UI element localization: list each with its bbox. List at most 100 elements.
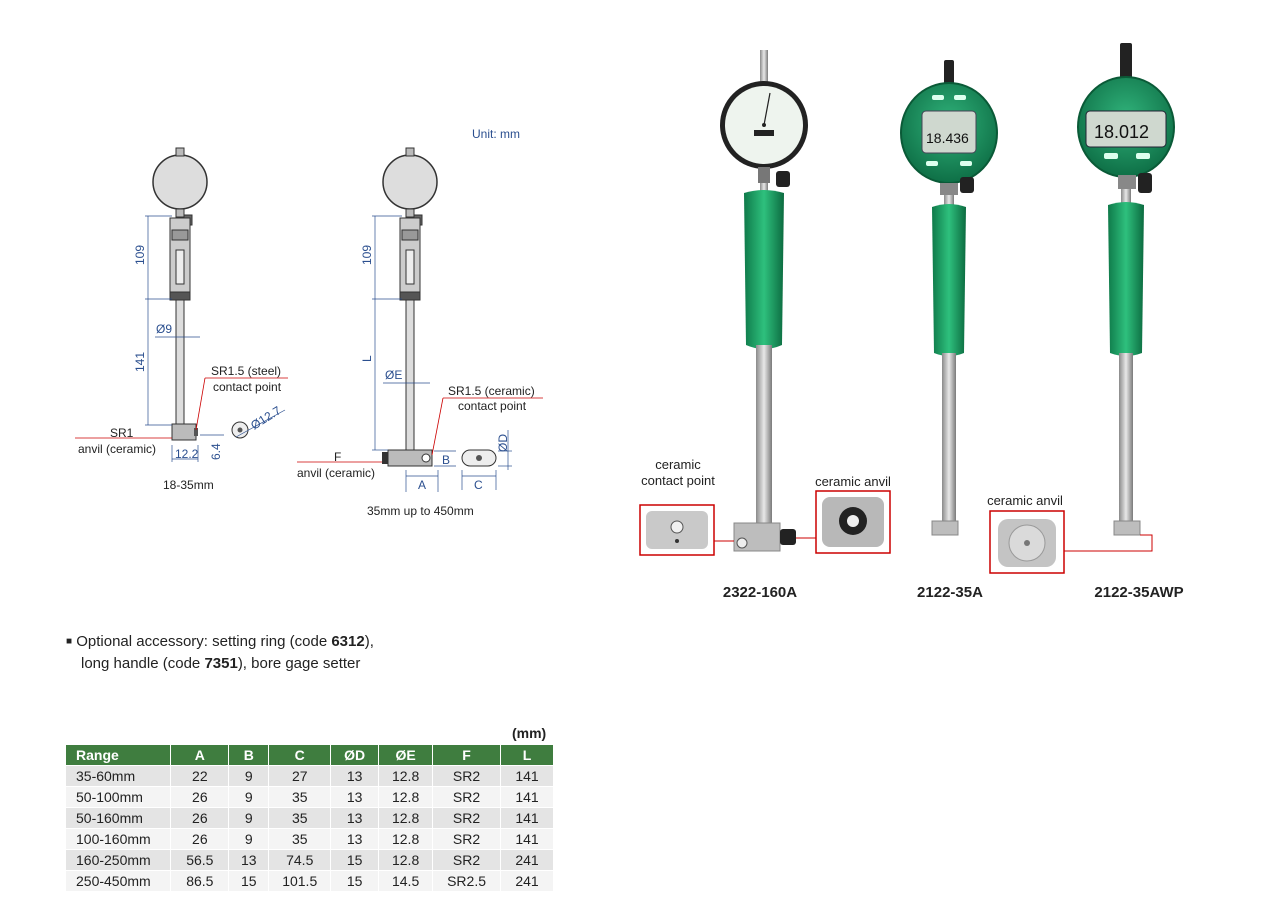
table-cell: 101.5 [268,870,332,891]
accessory-text-1a: Optional accessory: setting ring (code [76,633,332,650]
table-header-cell: B [228,745,270,766]
accessory-text-2a: long handle (code [81,655,205,672]
dim-109-right: 109 [360,245,374,265]
table-cell: 141 [500,786,554,808]
table-header-cell: F [432,745,502,766]
contact-label-steel: SR1.5 (steel) [211,364,281,378]
table-cell: 13 [330,786,380,808]
accessory-line-2: long handle (code 7351), bore gage sette… [66,654,526,674]
table-cell: 9 [228,828,270,850]
table-cell: 35 [268,828,332,850]
table-cell: 27 [268,765,332,787]
table-cell: 15 [228,870,270,891]
accessory-note: ■ Optional accessory: setting ring (code… [66,632,526,674]
dial-stem [175,147,185,157]
table-unit-label: (mm) [512,725,547,741]
accessory-text-1b: ), [364,633,374,650]
table-cell: 22 [170,765,230,787]
table-cell: 35-60mm [66,765,172,787]
inset-anvil-1 [796,490,891,554]
table-cell: SR2 [432,807,502,829]
accessory-code-7351: 7351 [204,655,238,672]
table-cell: 50-160mm [66,807,172,829]
table-cell: SR2 [432,849,502,871]
drawing-gauge-large [382,147,438,467]
caption-35-450: 35mm up to 450mm [367,504,474,518]
digital-reading-1: 18.436 [926,130,969,146]
head [171,423,197,441]
table-cell: 13 [330,807,380,829]
table-cell: 12.8 [378,765,434,787]
table-header-cell: A [170,745,230,766]
product-photos: 18.436 18.012 [639,43,1175,574]
table-cell: 9 [228,807,270,829]
table-cell: 9 [228,765,270,787]
callout-ceramic-anvil-2: ceramic anvil [987,493,1063,508]
contact-label-ceramic-sub: contact point [458,399,527,413]
table-cell: 35 [268,807,332,829]
table-cell: SR2.5 [432,870,502,891]
table-cell: 13 [228,849,270,871]
inset-contact-point [639,504,734,556]
product-2122-35AWP-image: 18.012 [1077,43,1175,536]
dim-6-4: 6.4 [209,443,223,460]
table-cell: 74.5 [268,849,332,871]
callout-ceramic-contact-line2: contact point [641,473,715,488]
table-cell: 50-100mm [66,786,172,808]
table-header-cell: Range [66,745,172,766]
table-header-cell: ØE [378,745,434,766]
contact-label-ceramic: SR1.5 (ceramic) [448,384,535,398]
rod [405,299,415,451]
technical-drawing: Unit: mm 109 141 Ø9 SR1.5 (steel) contac… [75,127,543,518]
dim-109-left: 109 [133,245,147,265]
table-cell: 14.5 [378,870,434,891]
table-cell: 141 [500,765,554,787]
dim-diam-9: Ø9 [156,322,172,336]
table-cell: SR2 [432,828,502,850]
dim-diam-E: ØE [385,368,402,382]
table-cell: 15 [330,849,380,871]
table-cell: 12.8 [378,807,434,829]
table-header-row: Range A B C ØD ØE F L [66,745,554,766]
dim-L: L [360,355,374,362]
table-cell: 160-250mm [66,849,172,871]
table-cell: SR2 [432,765,502,787]
dim-D: ØD [496,434,510,452]
table-cell: 26 [170,807,230,829]
table-cell: 15 [330,870,380,891]
accessory-line-1: ■ Optional accessory: setting ring (code… [66,632,526,654]
digital-reading-2: 18.012 [1094,122,1149,142]
table-cell: 12.8 [378,828,434,850]
table-cell: 250-450mm [66,870,172,891]
model-2322-160A: 2322-160A [722,584,798,601]
model-2122-35AWP: 2122-35AWP [1094,584,1184,601]
table-cell: 35 [268,786,332,808]
table-cell: 9 [228,786,270,808]
table-cell: 26 [170,786,230,808]
table-cell: 241 [500,870,554,891]
unit-label: Unit: mm [472,127,520,141]
dim-C: C [474,478,483,492]
callout-ceramic-contact: ceramic contact point [626,457,730,489]
caption-18-35: 18-35mm [163,478,214,492]
callout-ceramic-contact-line1: ceramic [655,457,701,472]
accessory-text-2b: ), bore gage setter [237,655,361,672]
dial-face [382,154,438,210]
rod [175,299,185,425]
table-cell: 13 [330,765,380,787]
dim-diam-12-7: Ø12.7 [248,403,283,432]
anvil-label-F: F [334,450,341,464]
model-2122-35A: 2122-35A [917,584,983,601]
dim-141-left: 141 [133,352,147,372]
table-cell: 13 [330,828,380,850]
product-2322-160A-image [720,50,808,552]
accessory-code-6312: 6312 [331,633,365,650]
dial-neck [175,208,185,218]
